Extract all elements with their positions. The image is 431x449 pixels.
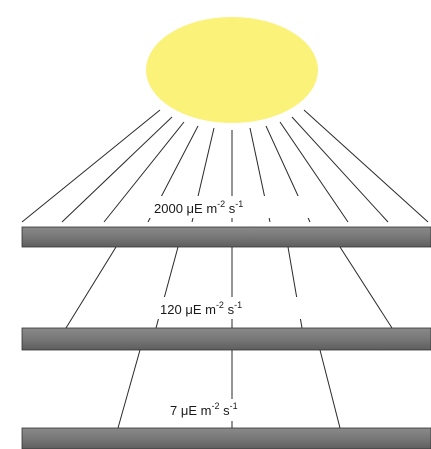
- layer-3-exp1: -2: [211, 401, 219, 411]
- layer-3-label: 7 μE m-2 s-1: [164, 399, 300, 421]
- ray-upper-1: [22, 110, 160, 222]
- layer-2-unit: μE m: [185, 302, 216, 317]
- layer-1-unit: μE m: [187, 201, 218, 216]
- layer-2-s: s: [224, 302, 235, 317]
- sun-icon: [146, 17, 318, 123]
- light-rays: [22, 110, 428, 428]
- layer-3-unit: μE m: [181, 403, 212, 418]
- layer-2-value: 120: [160, 302, 182, 317]
- layer-2-exp2: -1: [234, 300, 242, 310]
- ray-lower-3: [320, 350, 340, 428]
- layer-2-label: 120 μE m-2 s-1: [152, 297, 310, 319]
- ray-upper-11: [304, 110, 428, 222]
- layer-1-label: 2000 μE m-2 s-1: [148, 196, 318, 218]
- ray-middle-5: [340, 247, 392, 328]
- layer-1-exp2: -1: [235, 199, 243, 209]
- layer-1-slab: [22, 227, 431, 247]
- svg-text:7 μE m-2 s-1: 7 μE m-2 s-1: [170, 401, 238, 418]
- layer-1-exp1: -2: [217, 199, 225, 209]
- ray-lower-1: [118, 350, 140, 428]
- layer-3-value: 7: [170, 403, 177, 418]
- layer-3-slab: [22, 428, 431, 449]
- svg-text:2000 μE m-2 s-1: 2000 μE m-2 s-1: [154, 199, 243, 216]
- layer-2-slab: [22, 328, 431, 350]
- layer-3-s: s: [219, 403, 230, 418]
- layer-2-exp1: -2: [216, 300, 224, 310]
- layer-3-exp2: -1: [230, 401, 238, 411]
- layer-1-value: 2000: [154, 201, 183, 216]
- svg-text:120 μE m-2 s-1: 120 μE m-2 s-1: [160, 300, 242, 317]
- ray-middle-1: [66, 247, 116, 328]
- layer-1-s: s: [225, 201, 236, 216]
